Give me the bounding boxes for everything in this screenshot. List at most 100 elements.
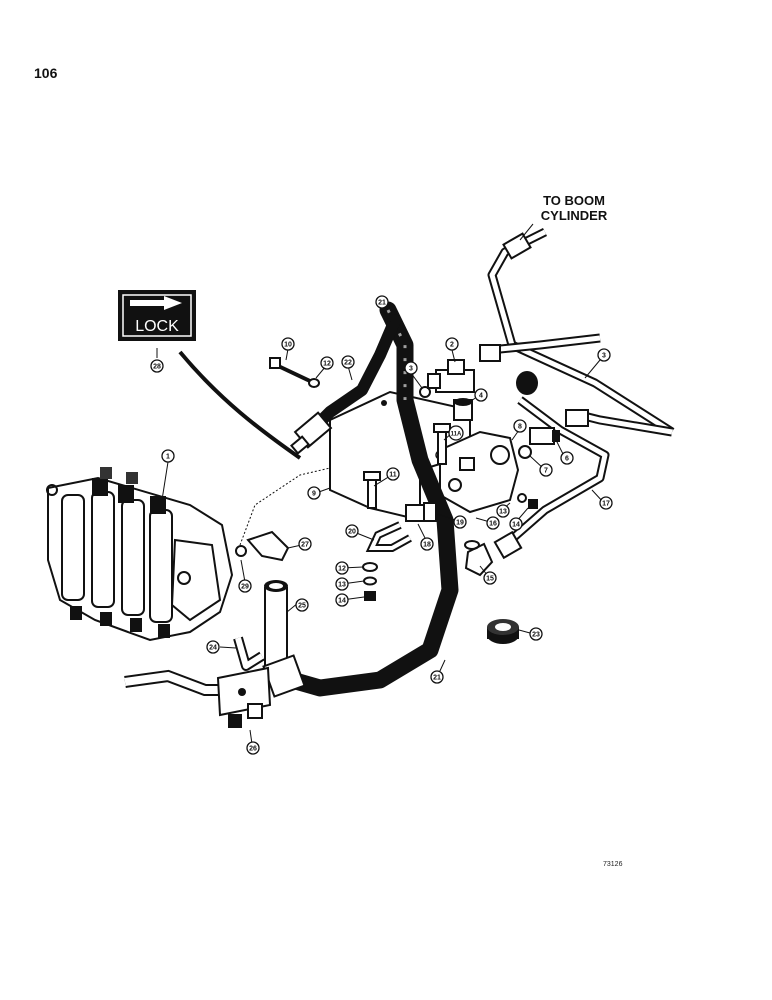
callout-27-label: 27 <box>301 542 309 549</box>
callout-20-label: 20 <box>348 529 356 536</box>
plug-26 <box>228 714 242 728</box>
tube-nut-lower <box>493 530 523 560</box>
lock-sign-plate <box>118 290 196 341</box>
bolt-11 <box>363 471 381 509</box>
callout-11: 11 <box>386 467 400 481</box>
destination-label-line2: CYLINDER <box>540 208 608 223</box>
callout-26-label: 26 <box>249 746 257 753</box>
upper-hose <box>306 314 401 436</box>
o-ring-7 <box>518 445 532 459</box>
hardware-stack <box>362 562 378 601</box>
callout-1: 1 <box>161 449 175 463</box>
callout-21a-label: 21 <box>378 300 386 307</box>
callout-24: 24 <box>206 640 220 654</box>
callout-3a: 3 <box>404 361 418 375</box>
callout-24-label: 24 <box>209 645 217 652</box>
callout-19-label: 19 <box>456 520 464 527</box>
cap-23 <box>487 619 519 644</box>
callout-6-label: 6 <box>565 456 569 463</box>
callout-10: 10 <box>281 337 295 351</box>
tee-fitting-2 <box>427 359 475 393</box>
tube-nut-top <box>502 232 532 260</box>
callout-16: 16 <box>486 516 500 530</box>
callout-1-label: 1 <box>166 454 170 461</box>
tube-nut-mid <box>479 344 501 362</box>
callout-4-label: 4 <box>479 393 483 400</box>
callout-15-label: 15 <box>486 576 494 583</box>
elbow-24 <box>235 637 264 669</box>
elbow-27 <box>235 530 290 562</box>
callout-3b-label: 3 <box>602 353 606 360</box>
callout-26: 26 <box>246 741 260 755</box>
return-tube <box>503 398 608 547</box>
bolt-10 <box>269 357 320 388</box>
callout-8a: 8 <box>513 419 527 433</box>
lock-valve-body <box>439 430 520 514</box>
callout-21a: 21 <box>375 295 389 309</box>
connector-6 <box>529 427 560 445</box>
hose-fitting-22 <box>290 411 333 455</box>
callout-14a: 14 <box>509 517 523 531</box>
callout-9-label: 9 <box>312 491 316 498</box>
destination-label-line1: TO BOOM <box>543 193 605 208</box>
callout-27: 27 <box>298 537 312 551</box>
dust-plug <box>516 371 538 395</box>
callout-6: 6 <box>560 451 574 465</box>
callout-2: 2 <box>445 337 459 351</box>
callout-16-label: 16 <box>489 521 497 528</box>
tube-nut-right <box>565 409 589 427</box>
lock-cable <box>178 350 302 460</box>
callout-22: 22 <box>341 355 355 369</box>
callout-25-label: 25 <box>298 603 306 610</box>
callout-14b-label: 14 <box>338 598 346 605</box>
callout-23: 23 <box>529 627 543 641</box>
callout-3a-label: 3 <box>409 366 413 373</box>
callout-13a: 13 <box>496 504 510 518</box>
callout-28: 28 <box>150 359 164 373</box>
callout-29-label: 29 <box>241 584 249 591</box>
figure-code: 73126 <box>603 861 623 868</box>
callout-12a: 12 <box>320 356 334 370</box>
callout-4: 4 <box>474 388 488 402</box>
callouts: 1 2 3 3 4 6 7 8 8 9 10 11 11A 12 12 13 1… <box>150 295 613 755</box>
lock-sign-border <box>122 294 192 337</box>
callout-11-label: 11 <box>389 472 397 479</box>
callout-11a-label: 11A <box>451 432 462 438</box>
callout-7-label: 7 <box>544 468 548 475</box>
tube-20 <box>368 523 411 550</box>
callout-20: 20 <box>345 524 359 538</box>
callout-22-label: 22 <box>344 360 352 367</box>
callout-25: 25 <box>295 598 309 612</box>
callout-21b-label: 21 <box>433 675 441 682</box>
callout-12b-label: 12 <box>338 566 346 573</box>
callout-11a: 11A <box>448 425 464 441</box>
callout-17-label: 17 <box>602 501 610 508</box>
arrow-right-icon <box>130 296 182 310</box>
bolt-11a <box>433 423 451 465</box>
callout-8a-label: 8 <box>518 424 522 431</box>
callout-14a-label: 14 <box>512 522 520 529</box>
lock-sign: LOCK <box>118 290 196 341</box>
callout-29: 29 <box>238 579 252 593</box>
callout-13a-label: 13 <box>499 509 507 516</box>
callout-17: 17 <box>599 496 613 510</box>
callout-21b: 21 <box>430 670 444 684</box>
o-ring-3 <box>419 386 431 398</box>
callout-12b: 12 <box>335 561 349 575</box>
plug-fitting <box>247 703 263 719</box>
callout-19: 19 <box>453 515 467 529</box>
callout-23-label: 23 <box>532 632 540 639</box>
callout-2-label: 2 <box>450 342 454 349</box>
callout-3b: 3 <box>597 348 611 362</box>
callout-14b: 14 <box>335 593 349 607</box>
page-number: 106 <box>34 65 58 81</box>
control-valve <box>46 467 234 642</box>
callout-13b: 13 <box>335 577 349 591</box>
elbow-15 <box>464 540 494 577</box>
callout-15: 15 <box>483 571 497 585</box>
fitting-18-19 <box>405 502 437 522</box>
callout-18: 18 <box>420 537 434 551</box>
callout-7: 7 <box>539 463 553 477</box>
